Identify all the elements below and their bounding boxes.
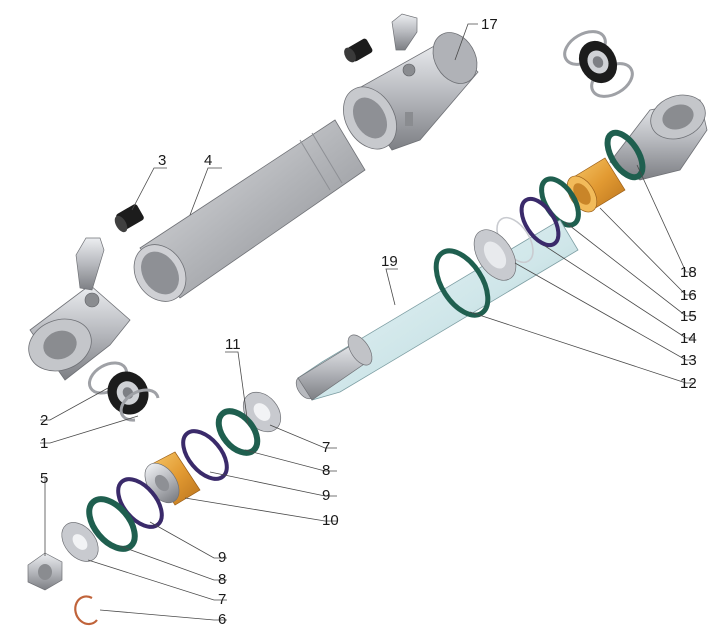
callout-3: 3 <box>158 152 166 169</box>
part-6-circlip <box>74 595 98 626</box>
callout-5: 5 <box>40 470 48 487</box>
callout-10: 10 <box>322 512 339 529</box>
part-12-seal-ring <box>433 248 491 318</box>
callout-15: 15 <box>680 308 697 325</box>
callout-7-upper: 7 <box>322 439 330 456</box>
part-spherical-bearing-upper <box>563 30 634 98</box>
part-3-rubber-bushing <box>114 204 144 233</box>
part-rod-eye <box>609 94 708 181</box>
callout-labels: 17 3 4 19 18 16 15 14 13 12 11 2 1 7 8 9… <box>40 16 697 628</box>
part-19-piston-rod <box>295 219 579 401</box>
callout-7-lower: 7 <box>218 591 226 608</box>
callout-9-lower: 9 <box>218 549 226 566</box>
callout-17: 17 <box>481 16 498 33</box>
callout-1: 1 <box>40 435 48 452</box>
callout-8-upper: 8 <box>322 462 330 479</box>
leader-lines <box>40 23 695 621</box>
callout-14: 14 <box>680 330 697 347</box>
callout-11: 11 <box>225 336 241 353</box>
callout-9-upper: 9 <box>322 487 330 504</box>
part-8-seal-lower <box>86 496 138 552</box>
callout-18: 18 <box>680 264 697 281</box>
part-base-eye-mount <box>28 237 131 381</box>
callout-4: 4 <box>204 152 212 169</box>
part-7-washer-lower <box>61 522 99 562</box>
part-18-seal-ring <box>604 129 646 181</box>
callout-13: 13 <box>680 352 697 369</box>
part-1-circlip <box>119 388 160 422</box>
part-17-end-cap <box>343 13 479 151</box>
callout-6: 6 <box>218 611 226 628</box>
callout-2: 2 <box>40 412 48 429</box>
callout-12: 12 <box>680 375 697 392</box>
callout-16: 16 <box>680 287 697 304</box>
callout-8-lower: 8 <box>218 571 226 588</box>
part-8-seal-upper <box>215 408 261 456</box>
part-rubber-bushing-upper <box>344 38 373 63</box>
callout-19: 19 <box>381 253 398 270</box>
part-5-lock-nut <box>27 552 63 591</box>
part-4-barrel <box>133 119 366 302</box>
part-14-seal-ring <box>519 196 561 248</box>
part-9-seal-upper <box>181 429 229 481</box>
part-rod-washer <box>473 229 517 281</box>
